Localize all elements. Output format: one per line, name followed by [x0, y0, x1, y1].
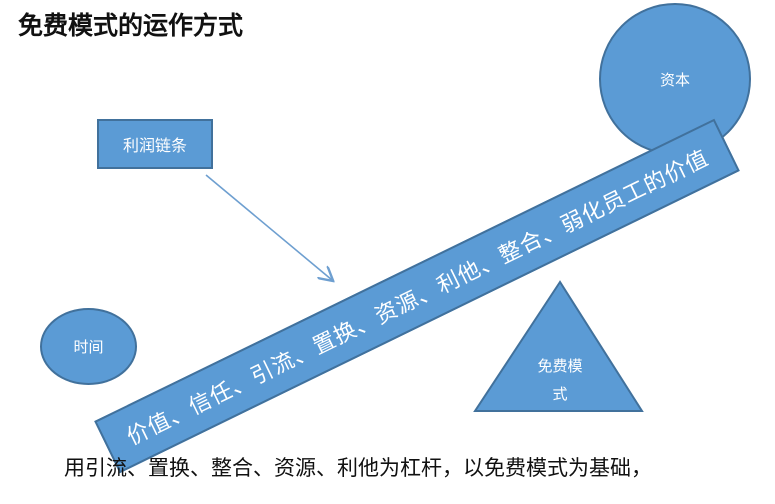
time-circle: 时间 [40, 308, 137, 385]
profit-chain-arrow [205, 174, 332, 280]
capital-label: 资本 [659, 70, 690, 89]
diagram-title: 免费模式的运作方式 [18, 11, 244, 40]
time-label: 时间 [73, 338, 104, 356]
capital-circle: 资本 [599, 3, 751, 155]
profit-chain-box: 利润链条 [97, 119, 213, 169]
fulcrum-label: 免费模式 [537, 357, 583, 403]
profit-chain-label: 利润链条 [122, 136, 187, 155]
fulcrum-triangle [473, 280, 644, 412]
caption-text: 用引流、置换、整合、资源、利他为杠杆，以免费模式为基础， [64, 456, 652, 480]
